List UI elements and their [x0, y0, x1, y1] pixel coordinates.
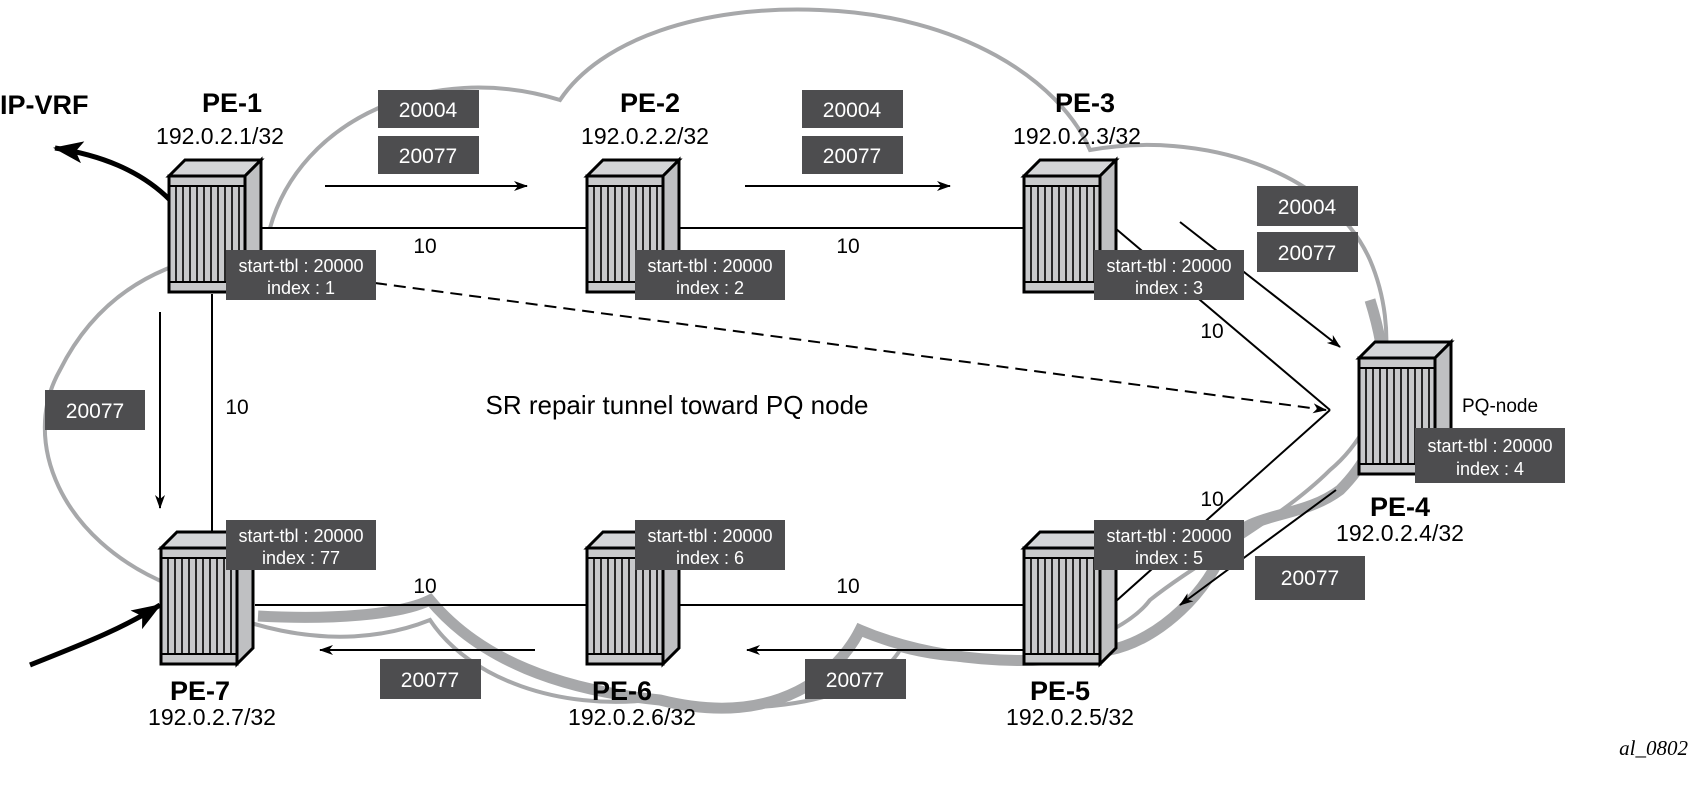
pq-node-label: PQ-node: [1462, 396, 1538, 417]
info-box-pe4: start-tbl : 20000 index : 4: [1415, 428, 1565, 483]
info-box-pe5: start-tbl : 20000 index : 5: [1094, 520, 1244, 570]
index-text: index : 6: [676, 548, 744, 568]
link-metric: 10: [836, 235, 859, 258]
info-box-pe1: start-tbl : 20000 index : 1: [226, 250, 376, 300]
sid-label: 20004: [1278, 196, 1337, 219]
start-tbl-text: start-tbl : 20000: [238, 526, 363, 546]
ingress-arrow: [29, 602, 162, 668]
index-text: index : 1: [267, 278, 335, 298]
index-text: index : 77: [262, 548, 340, 568]
start-tbl-text: start-tbl : 20000: [1427, 436, 1552, 456]
node-title: PE-3: [1055, 88, 1115, 118]
node-ip: 192.0.2.7/32: [148, 704, 276, 730]
link-metric: 10: [413, 235, 436, 258]
start-tbl-text: start-tbl : 20000: [1106, 526, 1231, 546]
node-ip: 192.0.2.6/32: [568, 704, 696, 730]
info-box-pe7: start-tbl : 20000 index : 77: [226, 520, 376, 570]
index-text: index : 2: [676, 278, 744, 298]
caption: SR repair tunnel toward PQ node: [486, 390, 869, 420]
node-title: PE-5: [1030, 676, 1090, 706]
link-metric: 10: [1200, 488, 1223, 511]
node-title: PE-6: [592, 676, 652, 706]
start-tbl-text: start-tbl : 20000: [647, 526, 772, 546]
flow-arrows: [29, 141, 1341, 668]
info-box-pe3: start-tbl : 20000 index : 3: [1094, 250, 1244, 300]
node-ip: 192.0.2.4/32: [1336, 520, 1464, 546]
figure-id: al_0802: [1619, 736, 1688, 760]
ip-vrf-exit-arrow: [53, 141, 172, 202]
index-text: index : 3: [1135, 278, 1203, 298]
arrow-down-left-icon: [1179, 489, 1337, 606]
repair-tunnel: [374, 282, 1327, 414]
sid-label: 20077: [401, 669, 459, 692]
sid-label: 20077: [66, 400, 124, 423]
node-ip: 192.0.2.3/32: [1013, 123, 1141, 149]
link-metric: 10: [225, 396, 248, 419]
sid-label: 20077: [399, 145, 457, 168]
link-metric: 10: [836, 575, 859, 598]
link-metric: 10: [413, 575, 436, 598]
index-text: index : 4: [1456, 459, 1524, 479]
node-title: PE-4: [1370, 492, 1430, 522]
sid-label: 20077: [826, 669, 884, 692]
node-title: PE-1: [202, 88, 262, 118]
node-ip: 192.0.2.1/32: [156, 123, 284, 149]
sid-label: 20077: [1278, 242, 1336, 265]
link-metric: 10: [1200, 320, 1223, 343]
sid-label: 20077: [1281, 567, 1339, 590]
node-ip: 192.0.2.5/32: [1006, 704, 1134, 730]
info-box-pe6: start-tbl : 20000 index : 6: [635, 520, 785, 570]
arrow-down-right-icon: [1179, 221, 1341, 348]
start-tbl-text: start-tbl : 20000: [1106, 256, 1231, 276]
info-box-pe2: start-tbl : 20000 index : 2: [635, 250, 785, 300]
sid-label: 20004: [399, 99, 458, 122]
sid-label: 20077: [823, 145, 881, 168]
ip-vrf-label: IP-VRF: [0, 90, 89, 120]
start-tbl-text: start-tbl : 20000: [238, 256, 363, 276]
node-title: PE-7: [170, 676, 230, 706]
index-text: index : 5: [1135, 548, 1203, 568]
sid-label: 20004: [823, 99, 882, 122]
node-ip: 192.0.2.2/32: [581, 123, 709, 149]
node-title: PE-2: [620, 88, 680, 118]
start-tbl-text: start-tbl : 20000: [647, 256, 772, 276]
